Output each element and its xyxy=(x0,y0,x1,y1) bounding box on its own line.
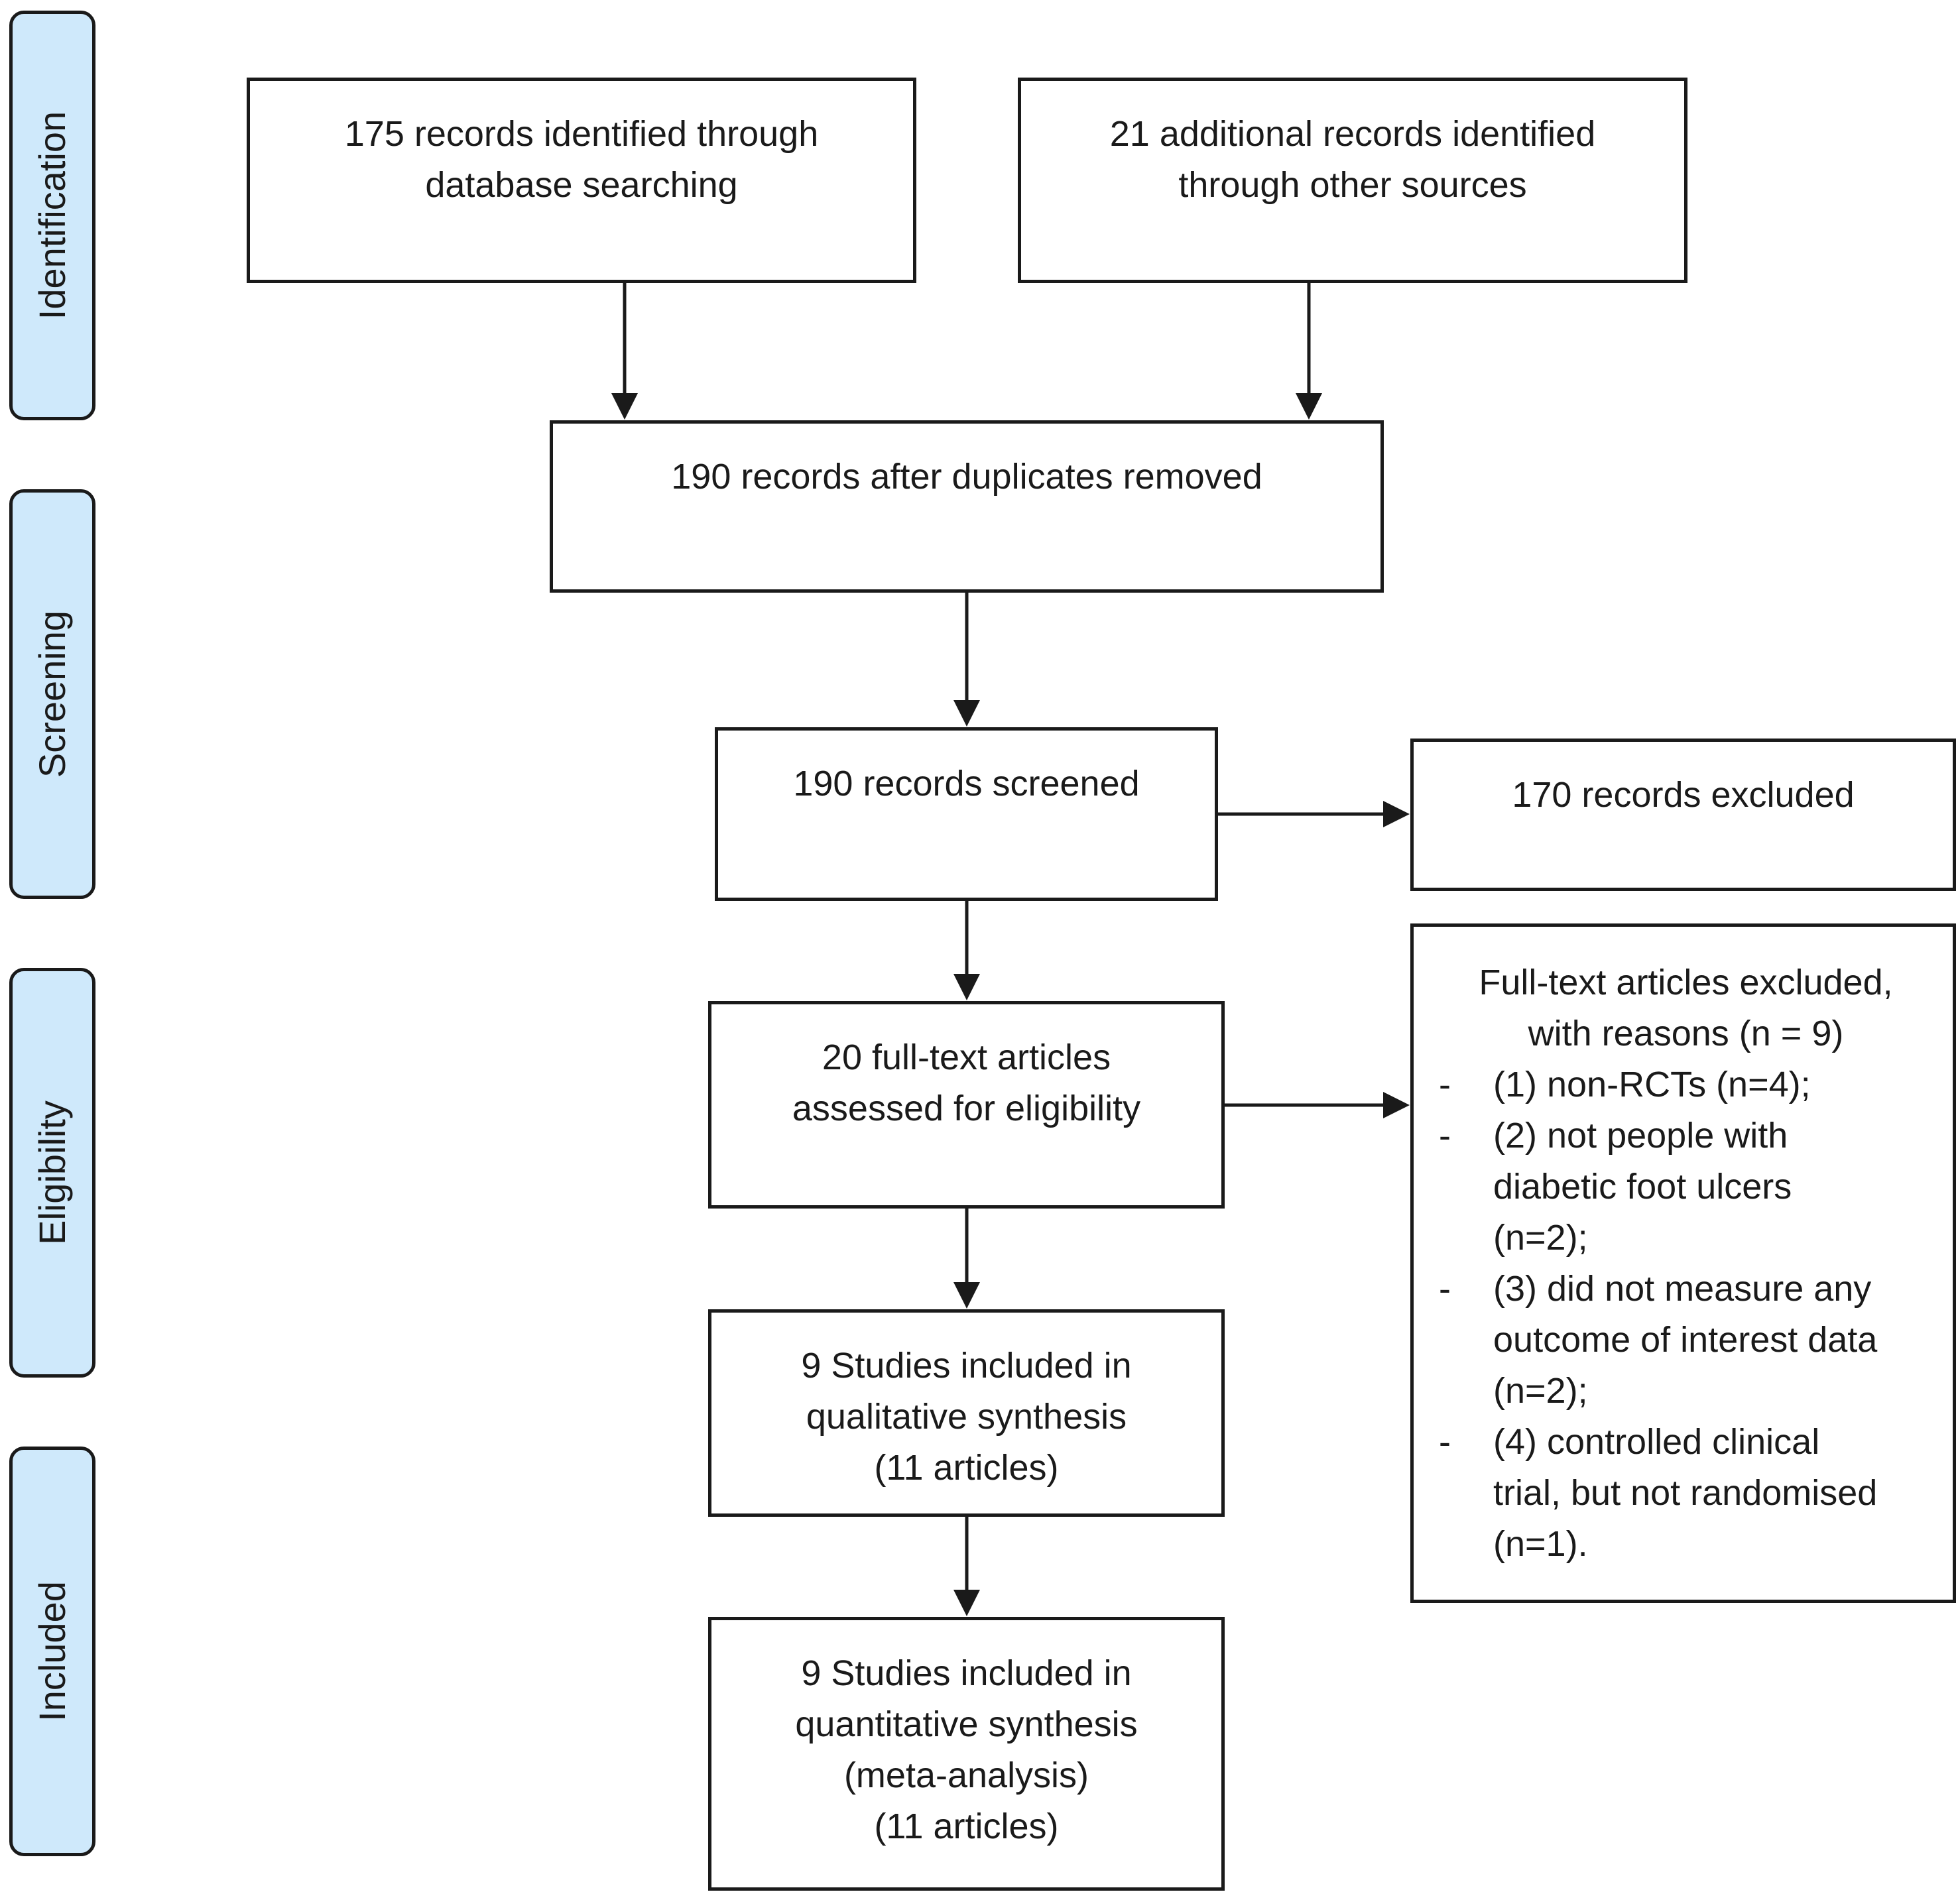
reason-text: (3) did not measure any outcome of inter… xyxy=(1493,1269,1878,1411)
box-fulltext-assessed: 20 full-text articles assessed for eligi… xyxy=(708,1001,1225,1209)
box-records-excluded: 170 records excluded xyxy=(1410,739,1956,891)
box-quantitative-synthesis-text: 9 Studies included in quantitative synth… xyxy=(795,1653,1138,1846)
box-qualitative-synthesis-text: 9 Studies included in qualitative synthe… xyxy=(801,1346,1132,1488)
exclusion-reason: - (2) not people with diabetic foot ulce… xyxy=(1439,1110,1933,1264)
box-fulltext-assessed-text: 20 full-text articles assessed for eligi… xyxy=(792,1037,1141,1128)
reason-bullet: - xyxy=(1439,1116,1451,1155)
box-database-records: 175 records identified through database … xyxy=(247,78,916,283)
reason-bullet: - xyxy=(1439,1065,1451,1104)
box-records-screened-text: 190 records screened xyxy=(793,764,1140,803)
phase-eligibility: Eligibility xyxy=(9,968,95,1378)
box-after-duplicates: 190 records after duplicates removed xyxy=(550,420,1384,593)
reason-bullet: - xyxy=(1439,1422,1451,1462)
box-fulltext-excluded: Full-text articles excluded, with reason… xyxy=(1410,923,1956,1603)
box-database-records-text: 175 records identified through database … xyxy=(344,114,819,205)
box-records-excluded-text: 170 records excluded xyxy=(1512,775,1855,815)
reason-text: (2) not people with diabetic foot ulcers… xyxy=(1493,1116,1792,1258)
box-other-sources-text: 21 additional records identified through… xyxy=(1109,114,1596,205)
box-qualitative-synthesis: 9 Studies included in qualitative synthe… xyxy=(708,1309,1225,1517)
box-records-screened: 190 records screened xyxy=(715,727,1218,901)
reason-text: (4) controlled clinical trial, but not r… xyxy=(1493,1422,1878,1564)
box-after-duplicates-text: 190 records after duplicates removed xyxy=(671,457,1262,497)
exclusion-reason: - (4) controlled clinical trial, but not… xyxy=(1439,1417,1933,1570)
exclusion-reason: - (1) non-RCTs (n=4); xyxy=(1439,1059,1933,1110)
fulltext-excluded-title: Full-text articles excluded, with reason… xyxy=(1479,963,1893,1053)
phase-screening: Screening xyxy=(9,489,95,899)
phase-included: Included xyxy=(9,1447,95,1856)
exclusion-reason: - (3) did not measure any outcome of int… xyxy=(1439,1264,1933,1417)
reason-text: (1) non-RCTs (n=4); xyxy=(1493,1065,1811,1104)
box-other-sources: 21 additional records identified through… xyxy=(1018,78,1687,283)
box-quantitative-synthesis: 9 Studies included in quantitative synth… xyxy=(708,1617,1225,1891)
reason-bullet: - xyxy=(1439,1269,1451,1309)
phase-identification: Identification xyxy=(9,11,95,420)
